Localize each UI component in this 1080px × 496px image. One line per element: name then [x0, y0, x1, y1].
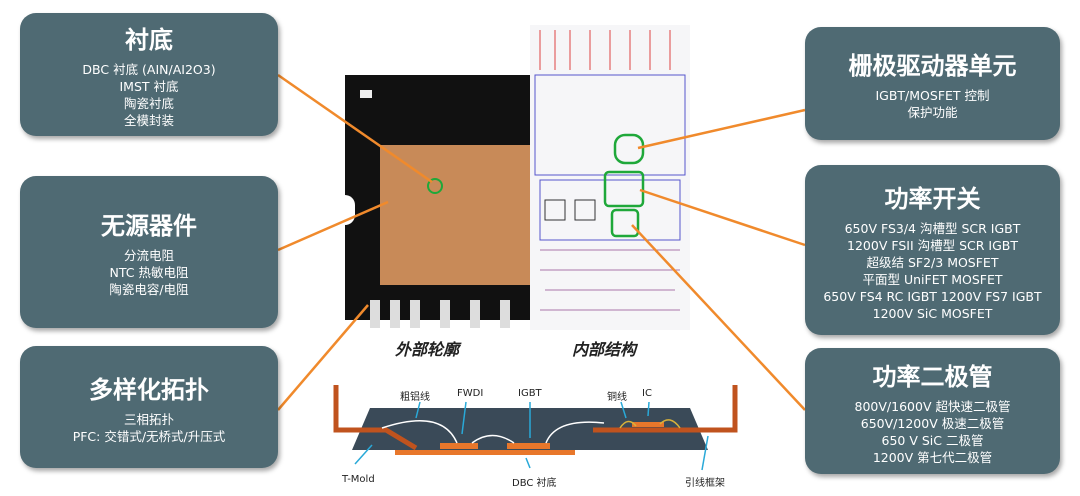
power-diode-line: 800V/1600V 超快速二极管	[854, 398, 1011, 414]
substrate-line: 陶瓷衬底	[123, 96, 174, 111]
passive-line: NTC 热敏电阻	[109, 265, 189, 280]
power-switch-line: 超级结 SF2/3 MOSFET	[866, 254, 999, 270]
power-switch-line: 650V FS3/4 沟槽型 SCR IGBT	[844, 220, 1021, 236]
gate-driver-title: 栅极驱动器单元	[848, 52, 1017, 80]
cross-section-image	[333, 385, 738, 471]
topology-line: 三相拓扑	[123, 411, 174, 427]
substrate-line: DBC 衬底 (AIN/AI2O3)	[82, 62, 216, 77]
passive-title: 无源器件	[101, 212, 197, 240]
connector-lines	[277, 73, 806, 411]
passive-line: 分流电阻	[123, 248, 174, 263]
substrate-line: IMST 衬底	[119, 79, 179, 94]
topology-line: PFC: 交错式/无桥式/升压式	[72, 428, 226, 444]
interior-caption: 内部结构	[572, 340, 637, 359]
substrate-box: 衬底 DBC 衬底 (AIN/AI2O3) IMST 衬底 陶瓷衬底 全模封装	[20, 13, 278, 136]
power-diode-box: 功率二极管 800V/1600V 超快速二极管 650V/1200V 极速二极管…	[805, 348, 1060, 474]
module-exterior-image	[335, 75, 530, 328]
topology-box: 多样化拓扑 三相拓扑 PFC: 交错式/无桥式/升压式	[20, 346, 278, 468]
substrate-title: 衬底	[125, 26, 173, 54]
power-diode-line: 650 V SiC 二极管	[881, 432, 984, 448]
power-switch-line: 1200V SiC MOSFET	[872, 305, 993, 321]
label-fwdi: FWDI	[457, 388, 484, 399]
topology-title: 多样化拓扑	[89, 375, 209, 404]
power-diode-line: 650V/1200V 极速二极管	[860, 415, 1005, 431]
power-switch-title: 功率开关	[884, 184, 981, 213]
power-diode-line: 1200V 第七代二极管	[872, 449, 993, 465]
power-switch-line: 平面型 UniFET MOSFET	[862, 271, 1003, 287]
exterior-caption: 外部轮廓	[395, 340, 460, 359]
module-interior-image	[530, 25, 690, 330]
passive-line: 陶瓷电容/电阻	[109, 282, 189, 297]
gate-driver-line: IGBT/MOSFET 控制	[875, 88, 990, 103]
power-switch-line: 1200V FSII 沟槽型 SCR IGBT	[847, 237, 1018, 253]
label-tmold: T-Mold	[342, 474, 375, 485]
substrate-line: 全模封装	[123, 113, 174, 128]
power-switch-line: 650V FS4 RC IGBT 1200V FS7 IGBT	[823, 288, 1042, 304]
label-dbc: DBC 衬底	[512, 478, 557, 489]
passive-box: 无源器件 分流电阻 NTC 热敏电阻 陶瓷电容/电阻	[20, 176, 278, 328]
power-diode-title: 功率二极管	[872, 362, 993, 391]
label-al-wire: 粗铝线	[400, 392, 430, 403]
gate-driver-line: 保护功能	[907, 105, 958, 120]
label-ic: IC	[642, 388, 652, 399]
gate-driver-box: 栅极驱动器单元 IGBT/MOSFET 控制 保护功能	[805, 27, 1060, 140]
label-cu-wire: 铜线	[607, 392, 627, 403]
label-igbt: IGBT	[518, 388, 542, 399]
power-switch-box: 功率开关 650V FS3/4 沟槽型 SCR IGBT 1200V FSII …	[805, 165, 1060, 335]
label-leadframe: 引线框架	[685, 478, 725, 489]
